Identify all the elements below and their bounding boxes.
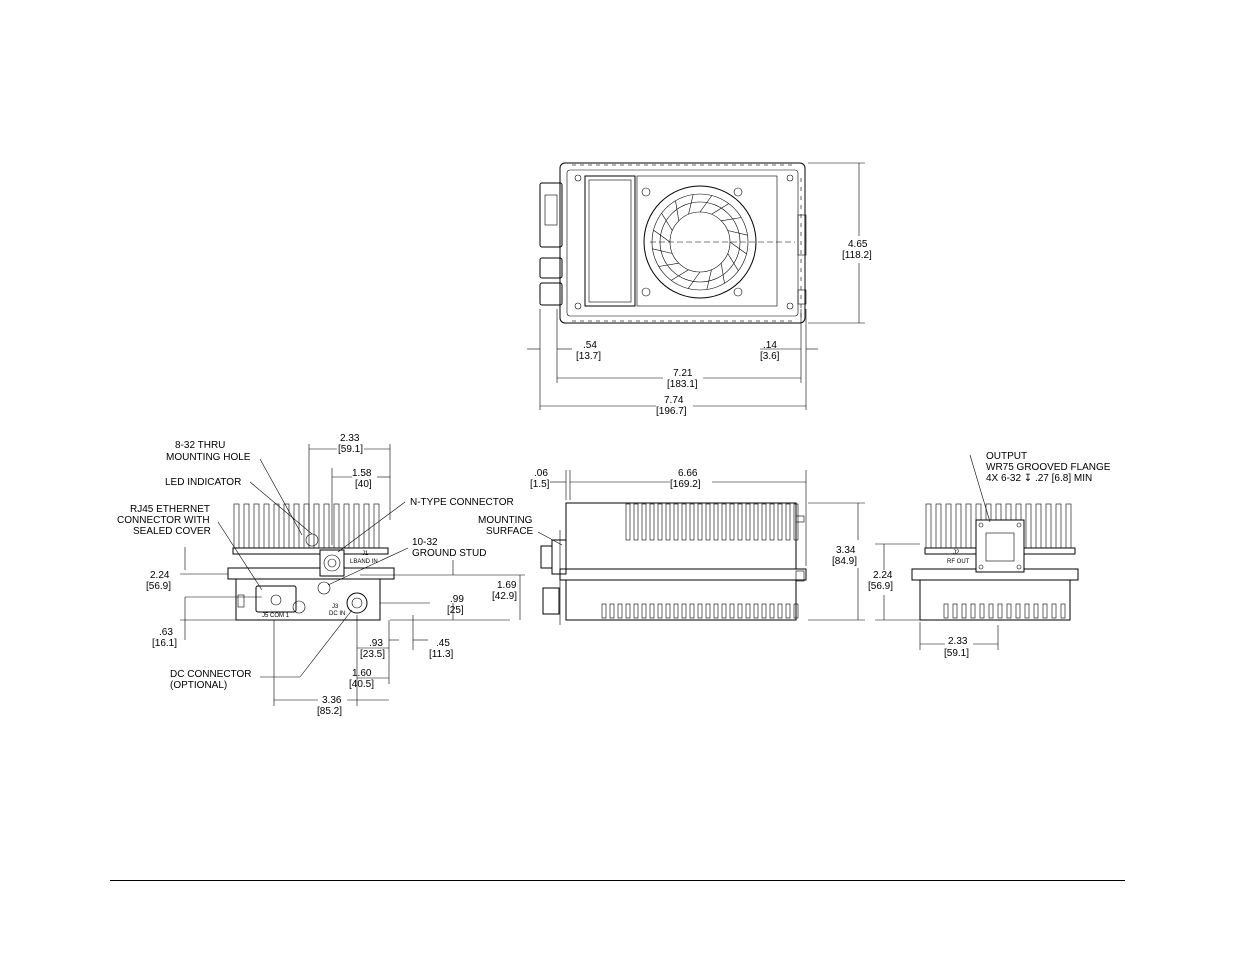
- svg-text:[11.3]: [11.3]: [429, 649, 453, 660]
- svg-text:[42.9]: [42.9]: [492, 591, 517, 602]
- svg-text:DC CONNECTOR: DC CONNECTOR: [170, 669, 251, 680]
- side-dim-6-66: 6.66 [169.2]: [670, 468, 701, 490]
- top-view: 4.65 [118.2] .54 [13.7] .14 [3.6] 7.21 […: [527, 162, 872, 417]
- front-dim-2-24: 2.24 [56.9]: [146, 570, 171, 592]
- callout-ground-stud: 10-32 GROUND STUD: [412, 537, 486, 559]
- side-dim-0-06: .06 [1.5]: [530, 468, 550, 490]
- svg-text:GROUND STUD: GROUND STUD: [412, 548, 486, 559]
- svg-text:[40]: [40]: [355, 479, 372, 490]
- svg-text:8-32 THRU: 8-32 THRU: [175, 440, 225, 451]
- svg-text:.45: .45: [436, 638, 450, 649]
- svg-text:[13.7]: [13.7]: [576, 351, 601, 362]
- svg-text:6.66: 6.66: [678, 468, 698, 479]
- svg-text:[59.1]: [59.1]: [944, 648, 969, 659]
- top-dim-right: .14 [3.6]: [760, 340, 780, 362]
- svg-text:OUTPUT: OUTPUT: [986, 451, 1027, 462]
- label-lband-in: LBAND IN: [350, 559, 378, 565]
- top-dim-left: .54 [13.7]: [576, 340, 601, 362]
- callout-mounting-hole: 8-32 THRU MOUNTING HOLE: [166, 440, 251, 463]
- rear-dim-2-24: 2.24 [56.9]: [868, 570, 893, 592]
- front-dim-0-45: .45 [11.3]: [429, 638, 453, 660]
- svg-text:.99: .99: [450, 594, 464, 605]
- svg-text:2.33: 2.33: [340, 433, 360, 444]
- front-dim-0-93: .93 [23.5]: [360, 638, 385, 660]
- front-dim-1-58: 1.58 [40]: [352, 468, 372, 490]
- svg-text:3.36: 3.36: [322, 695, 342, 706]
- label-j5: J5 COM 1: [262, 613, 290, 619]
- callout-n-type-connector: N-TYPE CONNECTOR: [410, 497, 514, 508]
- top-dim-overall: 7.74 [196.7]: [656, 395, 687, 417]
- front-dim-1-60: 1.60 [40.5]: [349, 668, 374, 690]
- svg-text:[23.5]: [23.5]: [360, 649, 385, 660]
- svg-text:.06: .06: [534, 468, 548, 479]
- svg-text:RJ45 ETHERNET: RJ45 ETHERNET: [130, 504, 210, 515]
- svg-text:4X 6-32 ↧ .27 [6.8] MIN: 4X 6-32 ↧ .27 [6.8] MIN: [986, 473, 1092, 484]
- callout-rj45: RJ45 ETHERNET CONNECTOR WITH SEALED COVE…: [117, 504, 211, 537]
- callout-output-flange: OUTPUT WR75 GROOVED FLANGE 4X 6-32 ↧ .27…: [986, 451, 1111, 484]
- svg-text:MOUNTING HOLE: MOUNTING HOLE: [166, 452, 251, 463]
- svg-text:.54: .54: [583, 340, 597, 351]
- label-rf-out: RF OUT: [947, 559, 970, 565]
- side-dim-3-34: 3.34 [84.9]: [832, 545, 857, 567]
- svg-text:2.24: 2.24: [873, 570, 893, 581]
- callout-dc-connector: DC CONNECTOR (OPTIONAL): [170, 669, 251, 691]
- svg-text:[1.5]: [1.5]: [530, 479, 550, 490]
- svg-text:CONNECTOR WITH: CONNECTOR WITH: [117, 515, 210, 526]
- svg-text:SURFACE: SURFACE: [486, 526, 534, 537]
- svg-text:[183.1]: [183.1]: [667, 379, 698, 390]
- front-view: J1 LBAND IN J5 COM 1 J3 DC IN: [117, 433, 525, 717]
- svg-text:[196.7]: [196.7]: [656, 406, 687, 417]
- rear-dim-2-33: 2.33 [59.1]: [944, 636, 969, 659]
- svg-text:[118.2]: [118.2]: [842, 250, 872, 261]
- svg-text:[3.6]: [3.6]: [760, 351, 780, 362]
- svg-text:.14: .14: [763, 340, 777, 351]
- label-j3: J3: [332, 604, 339, 610]
- footer-rule: [110, 880, 1125, 881]
- label-j1: J1: [362, 551, 369, 557]
- svg-text:2.24: 2.24: [150, 570, 170, 581]
- svg-text:1.58: 1.58: [352, 468, 372, 479]
- svg-text:[169.2]: [169.2]: [670, 479, 701, 490]
- svg-text:1.69: 1.69: [497, 580, 517, 591]
- front-dim-2-33: 2.33 [59.1]: [338, 433, 363, 455]
- side-view: MOUNTING SURFACE .06 [1.5] 6.66 [169.2] …: [478, 468, 865, 625]
- svg-text:7.74: 7.74: [664, 395, 684, 406]
- label-j2: J2: [953, 550, 960, 556]
- svg-text:[59.1]: [59.1]: [338, 444, 363, 455]
- svg-text:[40.5]: [40.5]: [349, 679, 374, 690]
- rear-view: J2 RF OUT OUTPUT WR75 GROOVED FLANGE 4X …: [868, 451, 1111, 659]
- svg-text:[56.9]: [56.9]: [146, 581, 171, 592]
- front-dim-3-36: 3.36 [85.2]: [317, 695, 342, 717]
- top-dim-mount: 7.21 [183.1]: [667, 368, 698, 390]
- label-dc-in: DC IN: [329, 611, 345, 617]
- svg-text:3.34: 3.34: [836, 545, 856, 556]
- svg-text:4.65: 4.65: [848, 239, 868, 250]
- svg-text:[85.2]: [85.2]: [317, 706, 342, 717]
- svg-text:.93: .93: [369, 638, 383, 649]
- callout-led-indicator: LED INDICATOR: [165, 477, 241, 488]
- svg-text:MOUNTING: MOUNTING: [478, 515, 533, 526]
- top-dim-height: 4.65 [118.2]: [842, 239, 872, 261]
- svg-text:10-32: 10-32: [412, 537, 438, 548]
- svg-text:2.33: 2.33: [948, 636, 968, 647]
- svg-text:(OPTIONAL): (OPTIONAL): [170, 680, 227, 691]
- svg-text:SEALED COVER: SEALED COVER: [133, 526, 211, 537]
- svg-text:[56.9]: [56.9]: [868, 581, 893, 592]
- svg-text:WR75 GROOVED FLANGE: WR75 GROOVED FLANGE: [986, 462, 1111, 473]
- svg-text:.63: .63: [159, 627, 173, 638]
- front-dim-0-99: .99 [25]: [447, 594, 464, 616]
- front-dim-0-63: .63 [16.1]: [152, 627, 177, 649]
- svg-text:[16.1]: [16.1]: [152, 638, 177, 649]
- front-dim-1-69: 1.69 [42.9]: [492, 580, 517, 602]
- svg-text:[84.9]: [84.9]: [832, 556, 857, 567]
- callout-mounting-surface: MOUNTING SURFACE: [478, 515, 534, 537]
- svg-text:7.21: 7.21: [673, 368, 693, 379]
- svg-text:[25]: [25]: [447, 605, 464, 616]
- svg-text:1.60: 1.60: [352, 668, 372, 679]
